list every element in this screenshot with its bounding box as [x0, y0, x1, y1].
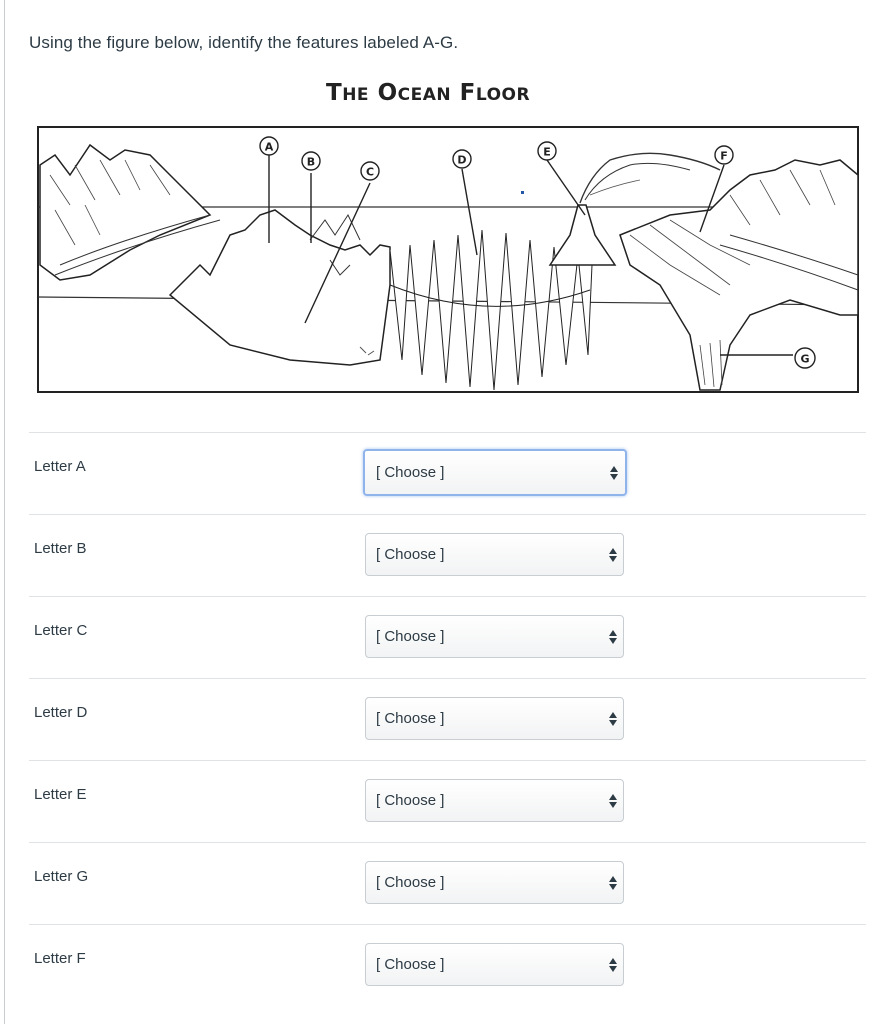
marker-c: C — [360, 161, 380, 181]
ocean-floor-diagram: A B C D E F G — [37, 126, 859, 393]
up-down-arrows-icon — [609, 876, 617, 890]
select-value: [ Choose ] — [376, 464, 445, 481]
marker-b: B — [301, 151, 321, 171]
svg-text:E: E — [543, 146, 551, 159]
mid-ocean-ridge — [389, 229, 593, 391]
answer-row-b: Letter B [ Choose ] — [29, 514, 866, 597]
svg-text:D: D — [457, 154, 466, 167]
left-border — [4, 0, 5, 1024]
select-value: [ Choose ] — [376, 792, 445, 809]
select-value: [ Choose ] — [376, 956, 445, 973]
row-label: Letter E — [34, 786, 87, 803]
marker-g: G — [794, 347, 816, 369]
figure-title: THE OCEAN FLOOR — [326, 80, 531, 106]
svg-text:A: A — [265, 141, 274, 154]
continental-slope — [168, 209, 391, 366]
svg-text:C: C — [366, 166, 374, 179]
select-value: [ Choose ] — [376, 710, 445, 727]
svg-text:F: F — [720, 150, 728, 163]
choose-select-e[interactable]: [ Choose ] — [365, 779, 624, 822]
choose-select-b[interactable]: [ Choose ] — [365, 533, 624, 576]
marker-f: F — [714, 145, 734, 165]
answer-row-d: Letter D [ Choose ] — [29, 678, 866, 761]
choose-select-c[interactable]: [ Choose ] — [365, 615, 624, 658]
row-label: Letter G — [34, 868, 89, 885]
row-label: Letter A — [34, 458, 86, 475]
right-continent — [619, 159, 859, 391]
marker-a: A — [259, 136, 279, 156]
answer-row-c: Letter C [ Choose ] — [29, 596, 866, 679]
left-continent — [39, 143, 212, 281]
up-down-arrows-icon — [609, 712, 617, 726]
select-value: [ Choose ] — [376, 546, 445, 563]
choose-select-f[interactable]: [ Choose ] — [365, 943, 624, 986]
answer-row-a: Letter A [ Choose ] — [29, 432, 866, 515]
volcano — [548, 204, 617, 266]
answer-row-e: Letter E [ Choose ] — [29, 760, 866, 843]
svg-text:B: B — [307, 156, 315, 169]
up-down-arrows-icon — [609, 794, 617, 808]
row-label: Letter C — [34, 622, 88, 639]
question-prompt: Using the figure below, identify the fea… — [29, 33, 459, 52]
choose-select-g[interactable]: [ Choose ] — [365, 861, 624, 904]
up-down-arrows-icon — [610, 466, 618, 480]
select-value: [ Choose ] — [376, 628, 445, 645]
up-down-arrows-icon — [609, 548, 617, 562]
choose-select-d[interactable]: [ Choose ] — [365, 697, 624, 740]
choose-select-a[interactable]: [ Choose ] — [363, 449, 627, 496]
svg-text:G: G — [800, 353, 809, 366]
row-label: Letter D — [34, 704, 88, 721]
select-value: [ Choose ] — [376, 874, 445, 891]
marker-d: D — [452, 149, 472, 169]
up-down-arrows-icon — [609, 630, 617, 644]
row-label: Letter B — [34, 540, 87, 557]
answer-row-g: Letter G [ Choose ] — [29, 842, 866, 925]
up-down-arrows-icon — [609, 958, 617, 972]
marker-e: E — [537, 141, 557, 161]
row-label: Letter F — [34, 950, 86, 967]
answer-row-f: Letter F [ Choose ] — [29, 924, 866, 1007]
